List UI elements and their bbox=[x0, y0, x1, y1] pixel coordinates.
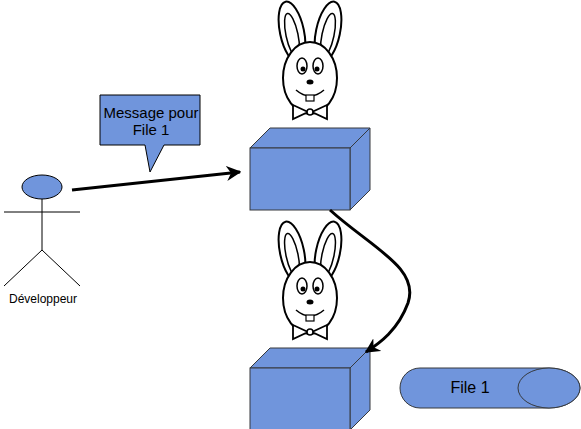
stick-figure bbox=[4, 175, 80, 286]
node-label: File 1 bbox=[420, 368, 520, 408]
node-outline bbox=[400, 368, 580, 408]
callout-shape bbox=[100, 95, 200, 172]
routing-arrow bbox=[330, 210, 410, 352]
node-label: Message pour File 1 bbox=[101, 96, 201, 146]
rabbit-illustration bbox=[274, 219, 346, 339]
rabbit-illustration bbox=[274, 0, 346, 119]
publish-arrow bbox=[72, 172, 240, 190]
queue-cylinder: File 1 bbox=[400, 368, 580, 408]
speech-callout: Message pour File 1 bbox=[98, 93, 204, 175]
cylinder-shape bbox=[400, 368, 580, 408]
exchange-cube bbox=[250, 128, 370, 210]
actor-figure: Développeur bbox=[0, 174, 86, 308]
node-outline bbox=[0, 174, 86, 308]
node-label: Développeur bbox=[0, 290, 90, 308]
queue-cube bbox=[250, 348, 370, 429]
